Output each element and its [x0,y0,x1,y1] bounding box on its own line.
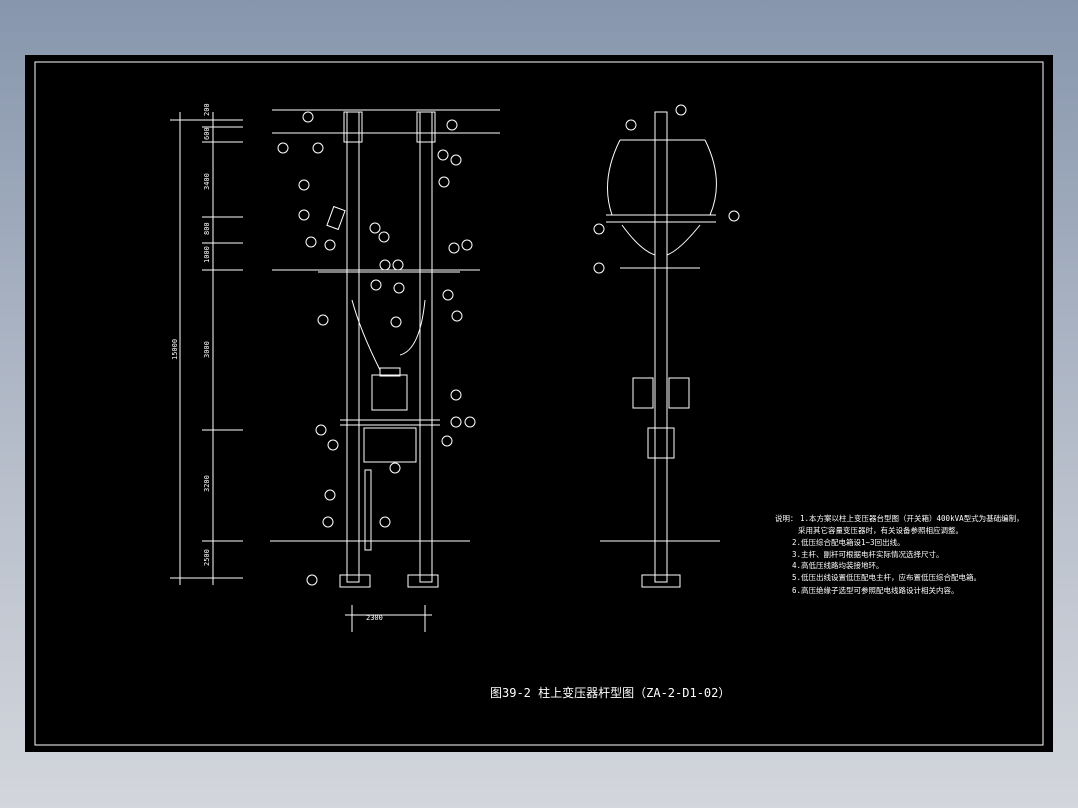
dim-label: 3400 [203,173,211,190]
dim-label: 2500 [203,549,211,566]
dim-label: 3200 [203,475,211,492]
side-view [600,111,720,588]
note-item: 4.高低压线路均装接地环。 [792,560,884,570]
notes-heading: 说明： [775,513,798,523]
dim-label: 800 [203,222,211,235]
drawing-border [34,61,1044,746]
dim-label: 1000 [203,246,211,263]
switch-box [363,427,417,463]
dim-label: 600 [203,127,211,140]
transformer [371,374,408,411]
dim-label: 200 [203,103,211,116]
dimension-chain [170,112,243,585]
note-item: 6.高压绝缘子选型可参照配电线路设计相关内容。 [792,585,959,595]
dimension-labels: 200 600 3400 800 1000 3000 3200 2500 150… [171,103,383,622]
note-item: 3.主杆、副杆可根据电杆实际情况选择尺寸。 [792,549,944,559]
dim-base-width: 2300 [366,614,383,622]
dim-label: 3000 [203,341,211,358]
front-view [270,109,500,588]
note-item: 5.低压出线设置低压配电主杆，应布置低压综合配电箱。 [792,572,981,582]
dim-total: 15000 [171,339,179,360]
note-item: 1.本方案以柱上变压器台型图（开关箱）400kVA型式为基础编制， [800,513,1024,523]
drawing-title: 图39-2 柱上变压器杆型图（ZA-2-D1-02） [490,685,730,700]
notes: 说明： 1.本方案以柱上变压器台型图（开关箱）400kVA型式为基础编制， 采用… [775,513,1024,595]
note-item: 2.低压综合配电箱设1~3回出线。 [792,537,905,547]
note-item: 采用其它容量变压器时，有关设备参照相应调整。 [798,525,963,535]
callout-balloons [277,104,740,586]
pole-transformer-drawing: 200 600 3400 800 1000 3000 3200 2500 150… [34,61,1044,746]
cad-drawing-sheet: 200 600 3400 800 1000 3000 3200 2500 150… [25,55,1053,752]
